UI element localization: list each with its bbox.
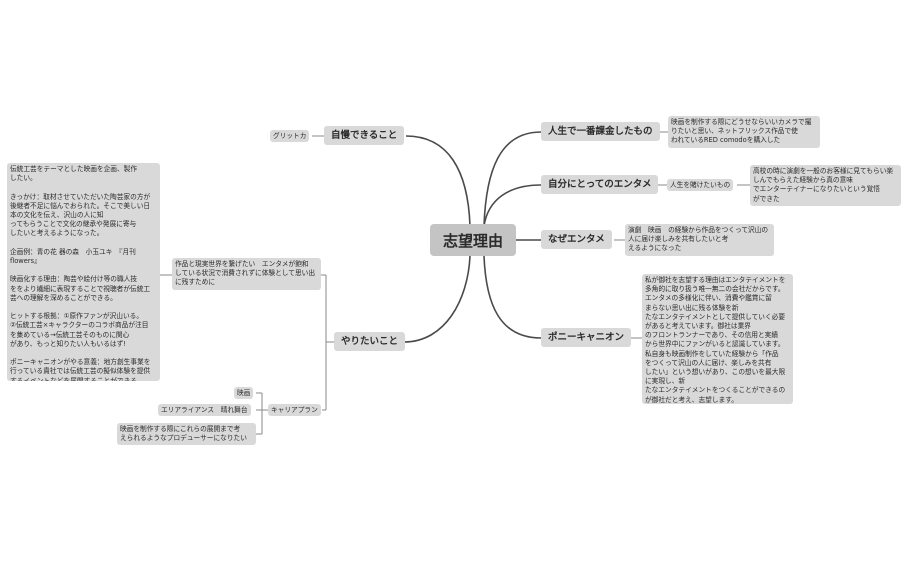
detail-biggest-purchase[interactable]: 映画を制作する際にどうせならいいカメラで撮 りたいと思い、ネットフリックス作品で… <box>668 116 820 148</box>
topic-want-to-do[interactable]: やりたいこと <box>334 332 406 351</box>
topic-label: 自分にとってのエンタメ <box>548 179 652 190</box>
topic-why-entame[interactable]: なぜエンタメ <box>541 230 612 249</box>
link-want-branches <box>321 274 334 411</box>
topic-label: やりたいこと <box>341 336 399 347</box>
career-item-alliance[interactable]: エリアライアンス 晴れ舞台 <box>158 404 251 416</box>
topic-label: ポニーキャニオン <box>548 332 625 343</box>
topic-biggest-purchase[interactable]: 人生で一番課金したもの <box>541 122 660 141</box>
detail-entame-meaning[interactable]: 高校の時に演劇を一般のお客様に見てもらい楽 しんでもらえた経験から真の意味 でエ… <box>750 165 901 206</box>
node-connect-works[interactable]: 作品と現実世界を繋げたい エンタメが飽和 している状況で消費されずに体験として思… <box>172 258 321 290</box>
topic-entame-meaning[interactable]: 自分にとってのエンタメ <box>541 175 659 194</box>
career-item-film[interactable]: 映画 <box>234 387 254 399</box>
topic-label: 人生で一番課金したもの <box>548 126 653 137</box>
link-root-to-purchase <box>483 131 542 227</box>
root-topic-label: 志望理由 <box>442 231 503 250</box>
root-topic[interactable]: 志望理由 <box>430 224 516 256</box>
link-career-items <box>256 392 268 435</box>
node-life-bet[interactable]: 人生を賭けたいもの <box>667 179 734 191</box>
node-career-plan[interactable]: キャリアプラン <box>268 404 321 416</box>
detail-ponycanyon[interactable]: 私が御社を志望する理由はエンタテイメントを 多角的に取り扱う唯一無二の会社だから… <box>642 274 793 404</box>
detail-grit[interactable]: グリットカ <box>270 130 310 142</box>
link-root-to-entame-meaning <box>483 184 542 227</box>
topic-pride[interactable]: 自慢できること <box>324 126 405 145</box>
link-root-to-want <box>403 255 471 343</box>
topic-label: なぜエンタメ <box>548 234 605 245</box>
detail-why-entame[interactable]: 演劇 映画 の経験から作品をつくって沢山の 人に届け楽しみを共有したいと考 える… <box>625 224 774 256</box>
link-root-to-pride <box>405 135 471 227</box>
topic-ponycanyon[interactable]: ポニーキャニオン <box>541 328 632 347</box>
career-item-producer[interactable]: 映画を制作する際にこれらの展開まで考 えられるようなプロデューサーになりたい <box>117 423 256 445</box>
topic-label: 自慢できること <box>331 130 398 141</box>
detail-traditional-crafts-film[interactable]: 伝統工芸をテーマとした映画を企画、製作 したい。 きっかけ：取材させていただいた… <box>7 163 160 381</box>
link-root-to-ponycanyon <box>483 255 542 339</box>
